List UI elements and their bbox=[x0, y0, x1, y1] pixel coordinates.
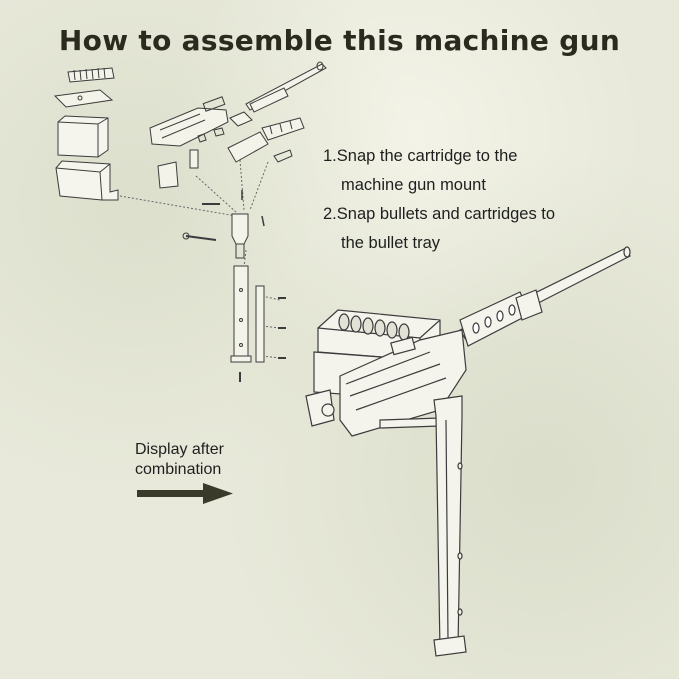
ammo-box-part bbox=[57, 115, 109, 158]
step-1-line-1: 1.Snap the cartridge to the bbox=[323, 147, 518, 165]
mount-cradle-part bbox=[227, 117, 305, 163]
display-after-combination-label: Display after combination bbox=[135, 440, 224, 480]
assembled-receiver bbox=[339, 329, 467, 437]
step-2-line-1: 2.Snap bullets and cartridges to bbox=[323, 205, 556, 223]
display-label-line-1: Display after bbox=[135, 441, 224, 458]
tray-lid-part bbox=[53, 89, 114, 108]
step-2-line-2: the bullet tray bbox=[341, 234, 441, 252]
assembled-post bbox=[433, 395, 467, 657]
step-1-line-2: machine gun mount bbox=[341, 176, 486, 194]
exploded-parts-diagram bbox=[53, 61, 327, 382]
right-arrow-icon bbox=[137, 483, 233, 504]
bullets-part bbox=[67, 67, 115, 83]
assembled-machine-gun bbox=[305, 246, 631, 657]
post-part bbox=[230, 265, 252, 363]
ammo-can-part bbox=[55, 160, 119, 201]
page-title: How to assemble this machine gun bbox=[58, 24, 621, 57]
display-label-line-2: combination bbox=[135, 461, 222, 478]
barrel-part bbox=[245, 61, 327, 113]
receiver-part bbox=[149, 96, 229, 147]
